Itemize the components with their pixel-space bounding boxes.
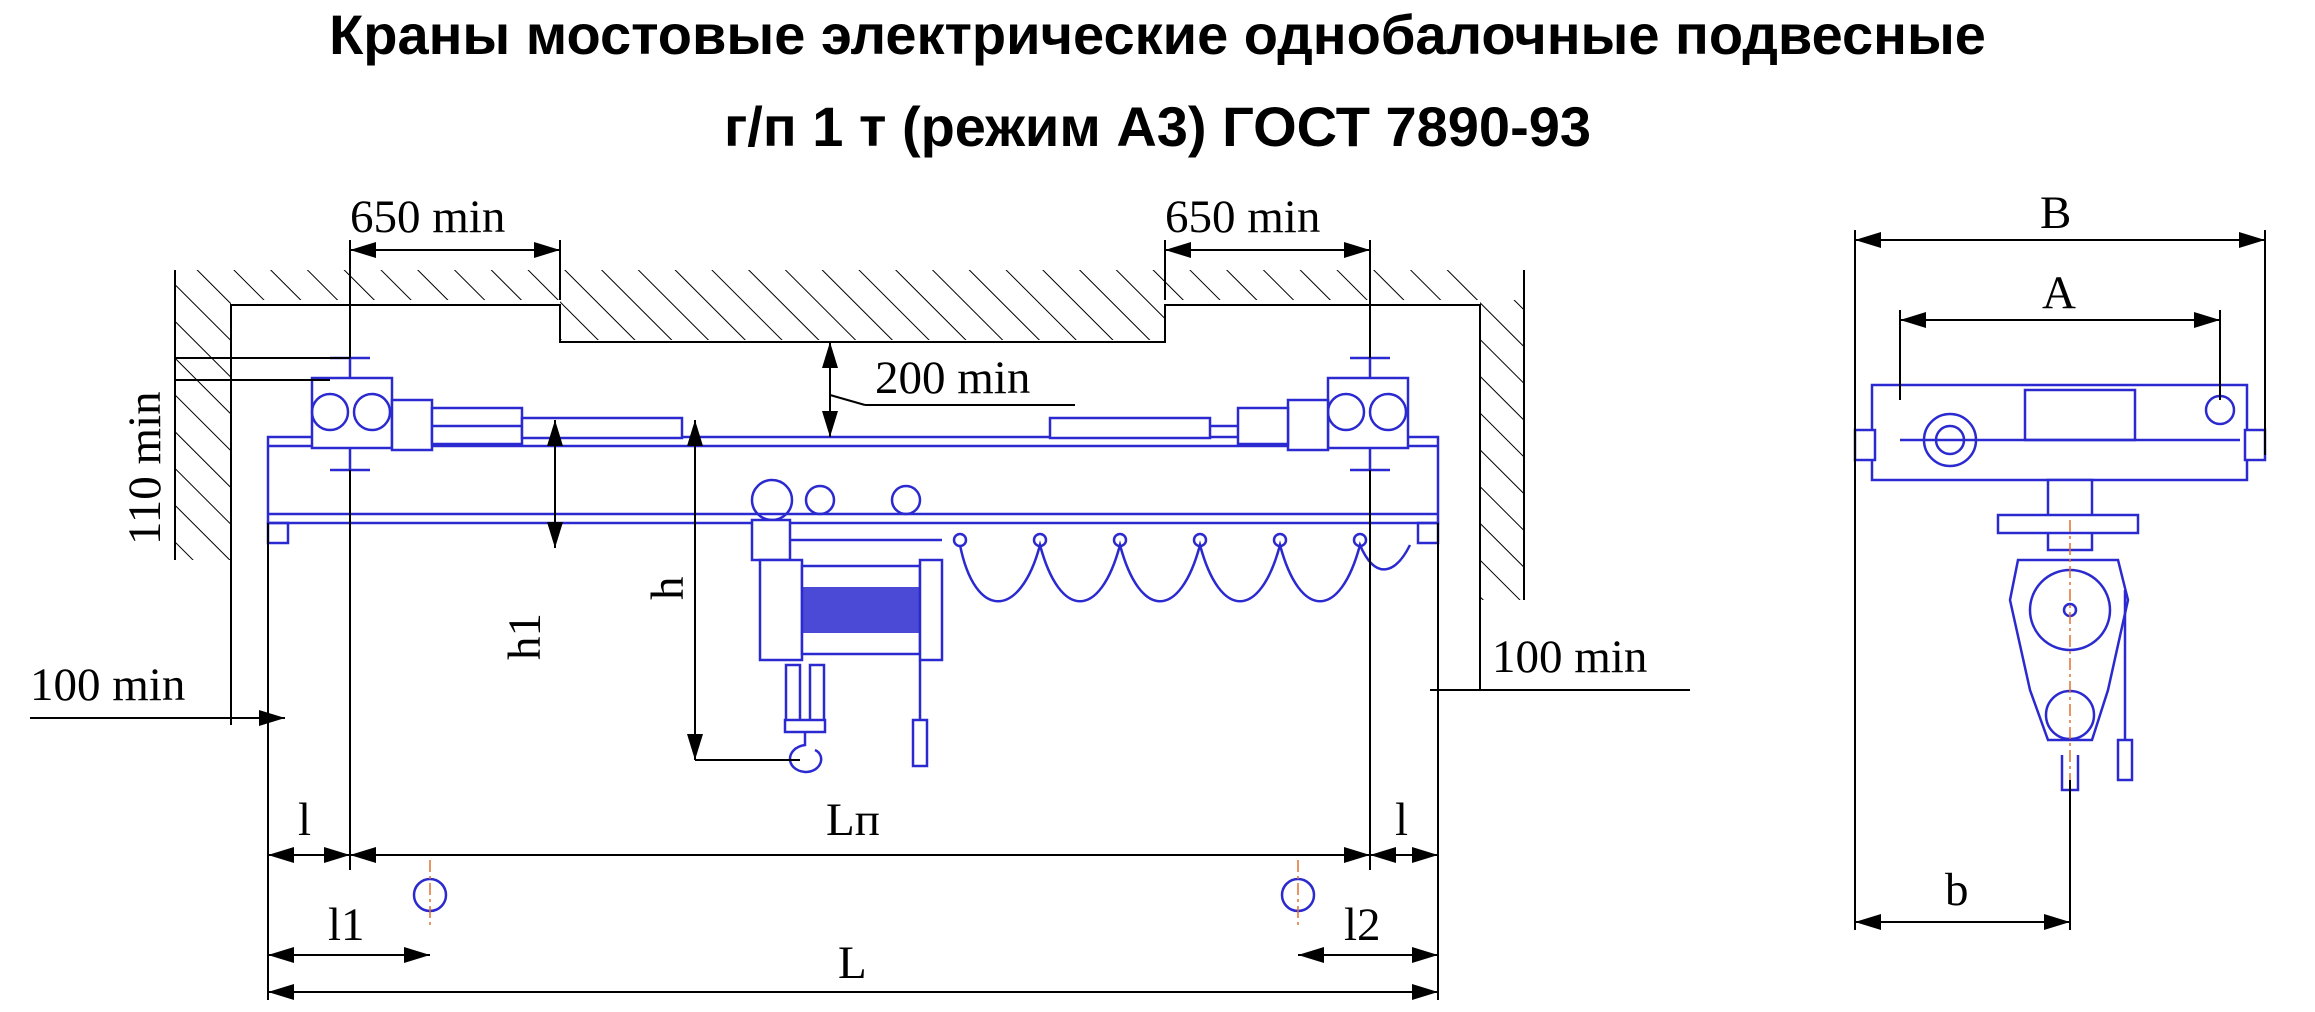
dimension-labels: 650 min 650 min 200 min 110 min 100 min … [30,187,2076,989]
label-hoist-offset: b [1945,864,1969,916]
label-clearance-side: 110 min [119,391,171,545]
hook-marker-right [1280,860,1316,925]
label-clearance-wall-left: 100 min [30,659,185,711]
crane-bridge [266,356,1440,925]
label-clearance-ceiling: 200 min [875,352,1030,404]
title-line-2: г/п 1 т (режим А3) ГОСТ 7890-93 [723,95,1591,158]
title-line-1: Краны мостовые электрические однобалочны… [329,3,1986,66]
label-hook-height: h [642,577,694,601]
label-clearance-wall-right: 100 min [1492,631,1647,683]
front-dimensions [30,240,1690,1000]
hook-marker-left [412,860,448,925]
electric-hoist [750,478,944,774]
label-overhang-right: l [1395,794,1408,846]
label-side-width-inner: A [2042,267,2076,319]
festoon-cable [952,532,1412,603]
label-overhang-left: l [298,794,311,846]
label-side-width-outer: B [2040,187,2071,239]
label-hook-approach-left: l1 [328,899,365,951]
end-truck-left [310,376,684,452]
label-beam-height: h1 [499,613,551,660]
building-structure [174,270,1525,600]
label-clearance-left-top: 650 min [350,191,505,243]
label-total-length: L [838,937,867,989]
label-clearance-right-top: 650 min [1165,191,1320,243]
label-hook-approach-right: l2 [1344,899,1381,951]
end-truck-right [1048,376,1410,452]
side-view [1853,230,2267,930]
label-span: Lп [826,794,880,846]
